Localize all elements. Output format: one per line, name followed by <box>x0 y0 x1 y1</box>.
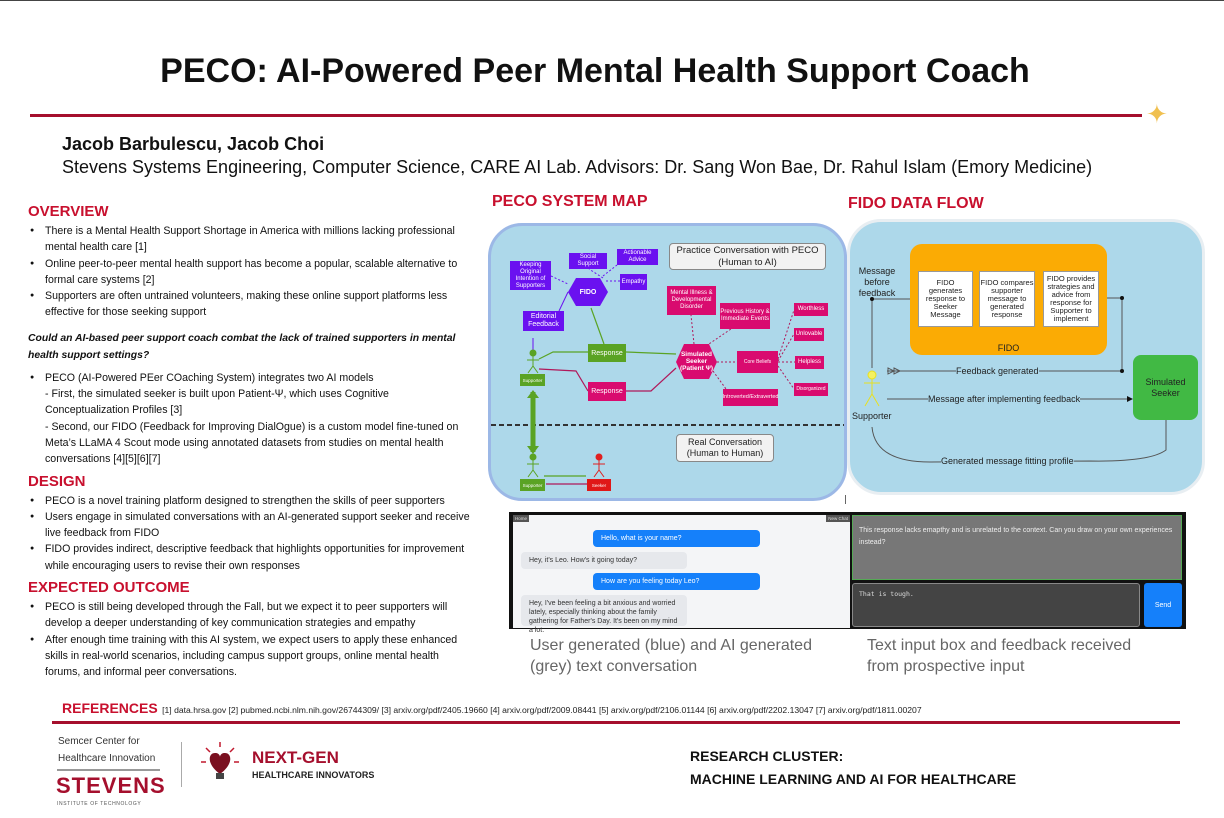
worthless-node: Worthless <box>794 303 828 316</box>
stevens-logo: STEVENS <box>56 773 166 798</box>
social-support-node: Social Support <box>569 253 607 269</box>
nextgen-logo: NEXT-GEN <box>252 748 339 767</box>
outcome-bullet: PECO is still being developed through th… <box>28 599 470 632</box>
design-bullet: PECO is a novel training platform design… <box>28 493 470 510</box>
chat-caption: User generated (blue) and AI generated (… <box>530 637 812 675</box>
system-map-diagram: Keeping Original Intention of Supporters… <box>488 223 847 501</box>
divider-tick <box>845 495 846 504</box>
fido-step-3: FIDO provides strategies and advice from… <box>1043 271 1099 327</box>
core-beliefs-node: Core Beliefs <box>737 351 778 373</box>
simulated-seeker-node: Simulated Seeker (Patient Ψ) <box>679 351 714 372</box>
cluster-name: MACHINE LEARNING AND AI FOR HEALTHCARE <box>690 771 1017 787</box>
ai-message: Hey, I've been feeling a bit anxious and… <box>521 595 687 634</box>
title-rule <box>30 114 1142 117</box>
introverted-node: Introverted/Extraverted <box>723 389 778 406</box>
real-supporter-node: Supporter <box>520 479 545 491</box>
system-map-connectors <box>491 264 844 485</box>
fido-step-1: FIDO generates response to Seeker Messag… <box>918 271 973 327</box>
feedback-panel: This response lacks emapthy and is unrel… <box>852 515 1182 580</box>
system-map-heading: PECO SYSTEM MAP <box>492 193 648 210</box>
feedback-caption: Text input box and feedback received fro… <box>867 637 1132 675</box>
footer-rule <box>52 721 1180 724</box>
logo-divider <box>57 769 160 771</box>
unlovable-node: Unlovable <box>794 328 824 341</box>
affiliation: Stevens Systems Engineering, Computer Sc… <box>62 157 1093 177</box>
send-button[interactable]: Send <box>1144 583 1182 627</box>
references-heading: REFERENCES <box>62 700 158 716</box>
actionable-advice-node: Actionable Advice <box>617 249 658 265</box>
feedback-generated-label: Feedback generated <box>956 366 1039 376</box>
overview-bullet: Supporters are often untrained volunteer… <box>28 288 470 321</box>
design-bullet: Users engage in simulated conversations … <box>28 509 470 542</box>
helpless-node: Helpless <box>795 356 824 369</box>
references-text: [1] data.hrsa.gov [2] pubmed.ncbi.nlm.ni… <box>162 705 922 715</box>
real-seeker-node: Seeker <box>587 479 611 491</box>
message-input[interactable]: That is tough. <box>852 583 1140 627</box>
poster-title: PECO: AI-Powered Peer Mental Health Supp… <box>160 52 1030 90</box>
editorial-feedback-node: Editorial Feedback <box>523 311 564 331</box>
supporter-label: Supporter <box>852 411 892 421</box>
app-screenshots: Home New Chat Hello, what is your name? … <box>509 512 1186 634</box>
overview-bullet: There is a Mental Health Support Shortag… <box>28 223 470 256</box>
peco-sub-1: - First, the simulated seeker is built u… <box>45 388 389 417</box>
message-after-label: Message after implementing feedback <box>928 394 1081 404</box>
user-message: Hello, what is your name? <box>593 530 760 547</box>
fido-node: FIDO <box>579 288 597 296</box>
authors: Jacob Barbulescu, Jacob Choi <box>62 134 325 154</box>
overview-heading: OVERVIEW <box>28 203 109 220</box>
design-heading: DESIGN <box>28 472 86 490</box>
research-cluster: RESEARCH CLUSTER: MACHINE LEARNING AND A… <box>690 745 1016 791</box>
stevens-sub: INSTITUTE OF TECHNOLOGY <box>57 801 142 807</box>
user-message: How are you feeling today Leo? <box>593 573 760 590</box>
data-flow-heading: FIDO DATA FLOW <box>848 195 984 212</box>
fido-step-2: FIDO compares supporter message to gener… <box>979 271 1035 327</box>
chat-window: Home New Chat Hello, what is your name? … <box>513 515 850 634</box>
response-pink-node: Response <box>588 382 626 401</box>
top-border <box>0 0 1224 1</box>
outcome-heading: EXPECTED OUTCOME <box>28 579 190 597</box>
home-button[interactable]: Home <box>513 515 530 522</box>
mental-illness-node: Mental Illness & Developmental Disorder <box>667 286 716 315</box>
nextgen-sub: HEALTHCARE INNOVATORS <box>252 770 375 780</box>
semcer-logo-text: Semcer Center for Healthcare Innovation <box>58 736 156 764</box>
ai-message: Hey, it's Leo. How's it going today? <box>521 552 687 569</box>
overview-bullet: Online peer-to-peer mental health suppor… <box>28 256 470 289</box>
empathy-node: Empathy <box>620 274 647 290</box>
left-column: OVERVIEW There is a Mental Health Suppor… <box>28 203 470 681</box>
previous-history-node: Previous History & Immediate Events <box>720 303 770 329</box>
new-chat-button[interactable]: New Chat <box>826 515 850 522</box>
research-question: Could an AI-based peer support coach com… <box>28 332 456 361</box>
disorganized-node: Disorganized <box>794 383 828 396</box>
references: REFERENCES [1] data.hrsa.gov [2] pubmed.… <box>62 700 922 718</box>
fido-container-label: FIDO <box>997 343 1020 353</box>
response-green-node: Response <box>588 344 626 362</box>
simulated-seeker-box: Simulated Seeker <box>1133 355 1198 420</box>
sparkle-icon: ✦ <box>1146 99 1168 129</box>
cluster-label: RESEARCH CLUSTER: <box>690 748 844 764</box>
real-conversation-label: Real Conversation (Human to Human) <box>676 434 774 462</box>
message-before-label: Message before feedback <box>858 266 896 298</box>
supporter-node: Supporter <box>520 374 545 386</box>
peco-sub-2: - Second, our FIDO (Feedback for Improvi… <box>45 420 459 466</box>
logo-separator <box>181 742 182 787</box>
design-bullet: FIDO provides indirect, descriptive feed… <box>28 541 470 574</box>
generated-message-label: Generated message fitting profile <box>941 456 1074 466</box>
practice-conversation-label: Practice Conversation with PECO (Human t… <box>669 243 826 270</box>
data-flow-diagram: FIDO generates response to Seeker Messag… <box>847 219 1205 495</box>
peco-bullet: PECO (AI-Powered PEer COaching System) i… <box>28 370 470 387</box>
keeping-intention-node: Keeping Original Intention of Supporters <box>510 261 551 290</box>
outcome-bullet: After enough time training with this AI … <box>28 632 470 681</box>
lightbulb-heart-icon <box>201 742 239 779</box>
